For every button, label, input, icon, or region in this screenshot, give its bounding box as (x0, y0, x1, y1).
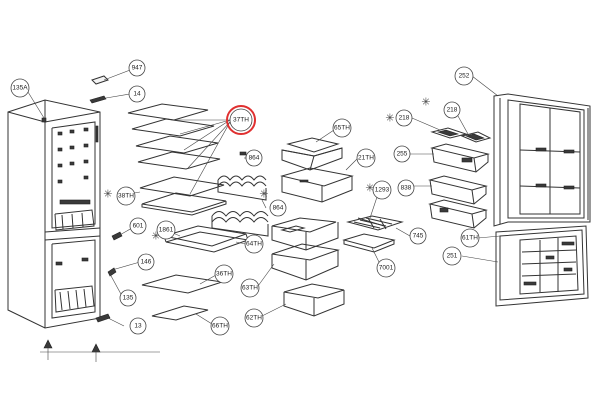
fridge-cabinet (7, 99, 101, 329)
callout-14: 14 (128, 85, 146, 103)
drawer-upper-freezer (271, 217, 339, 251)
asterisk-icon: ✳ (259, 188, 268, 201)
svg-text:146: 146 (141, 259, 152, 266)
svg-text:251: 251 (447, 253, 458, 260)
freezer-shelf-66th (151, 305, 209, 321)
svg-text:218: 218 (447, 107, 458, 114)
door-bin-255 (430, 143, 490, 173)
callouts: 135A 947 14 37TH 864 864 38TH 601 1861 6… (10, 59, 480, 336)
svg-text:36TH: 36TH (216, 271, 232, 278)
svg-text:1293: 1293 (375, 187, 390, 194)
callout-135a: 135A (10, 78, 30, 98)
svg-text:21TH: 21TH (358, 155, 374, 162)
ice-tray-part (342, 215, 404, 253)
svg-text:255: 255 (397, 151, 408, 158)
callout-745: 745 (409, 227, 427, 245)
svg-text:63TH: 63TH (242, 285, 258, 292)
svg-text:218: 218 (399, 115, 410, 122)
hinge-cover-part (89, 75, 109, 104)
callout-146: 146 (137, 253, 155, 271)
glass-shelves-stack (127, 103, 227, 216)
callout-61th: 61TH (460, 228, 480, 248)
svg-text:38TH: 38TH (118, 193, 134, 200)
callout-251: 251 (442, 246, 462, 266)
svg-text:135: 135 (123, 295, 134, 302)
asterisk-icon: ✳ (421, 96, 430, 109)
svg-text:7001: 7001 (379, 265, 394, 272)
callout-36th: 36TH (214, 264, 234, 284)
callout-1293: 1293 (372, 180, 392, 200)
callout-7001: 7001 (376, 258, 396, 278)
callout-65th: 65TH (332, 118, 352, 138)
callout-255: 255 (393, 145, 411, 163)
drawer-62th (283, 283, 345, 317)
callout-13: 13 (129, 317, 147, 335)
svg-text:14: 14 (133, 91, 141, 98)
svg-text:601: 601 (133, 223, 144, 230)
asterisk-icon: ✳ (151, 230, 160, 243)
svg-text:1861: 1861 (159, 227, 174, 234)
svg-text:62TH: 62TH (246, 315, 262, 322)
door-bin-218 (430, 127, 492, 143)
callout-64th: 64TH (244, 234, 264, 254)
callout-38th: 38TH (116, 186, 136, 206)
callout-66th: 66TH (210, 316, 230, 336)
callout-37th-highlight: 37TH (226, 105, 256, 135)
asterisk-icon: ✳ (365, 182, 374, 195)
callout-601: 601 (129, 217, 147, 235)
svg-text:61TH: 61TH (462, 235, 478, 242)
drawer-65th (281, 137, 343, 171)
callout-21th: 21TH (356, 148, 376, 168)
callout-135: 135 (119, 289, 137, 307)
fridge-door-252 (493, 93, 591, 227)
callout-1861: 1861 (156, 220, 176, 240)
door-bin-838 (428, 175, 488, 205)
svg-text:135A: 135A (12, 85, 28, 92)
svg-text:66TH: 66TH (212, 323, 228, 330)
svg-text:65TH: 65TH (334, 125, 350, 132)
callout-864b: 864 (269, 199, 287, 217)
callout-63th: 63TH (240, 278, 260, 298)
callout-218b: 218 (443, 101, 461, 119)
callout-218a: 218 (395, 109, 413, 127)
asterisk-markers: ✳ ✳ ✳ ✳ ✳ ✳ (103, 96, 430, 243)
callout-62th: 62TH (244, 308, 264, 328)
callout-838: 838 (397, 179, 415, 197)
drawer-63th (271, 243, 340, 281)
callout-864a: 864 (245, 149, 263, 167)
freezer-shelf-36th (141, 274, 223, 294)
callout-947: 947 (128, 59, 146, 77)
svg-text:864: 864 (273, 205, 284, 212)
asterisk-icon: ✳ (385, 112, 394, 125)
svg-text:947: 947 (132, 65, 143, 72)
svg-text:864: 864 (249, 155, 260, 162)
svg-text:13: 13 (134, 323, 142, 330)
callout-252: 252 (454, 66, 474, 86)
svg-text:252: 252 (459, 73, 470, 80)
svg-text:838: 838 (401, 185, 412, 192)
drawer-21th (280, 167, 354, 203)
svg-text:37TH: 37TH (233, 117, 249, 124)
asterisk-icon: ✳ (103, 188, 112, 201)
door-bin-lower (428, 199, 488, 229)
svg-text:745: 745 (413, 233, 424, 240)
svg-text:64TH: 64TH (246, 241, 262, 248)
lower-shelf-part (163, 225, 249, 253)
freezer-door-251 (495, 225, 589, 307)
